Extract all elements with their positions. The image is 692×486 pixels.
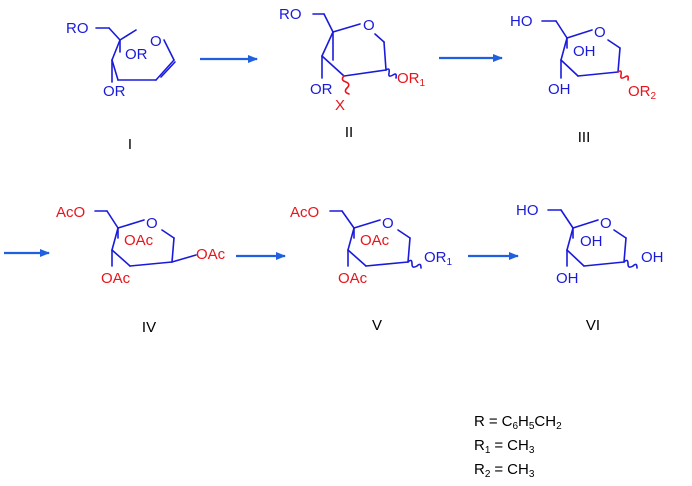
compound-I-ro-label: RO — [66, 20, 89, 37]
compound-V-bonds — [329, 210, 422, 269]
compound-V-oac-bottom: OAc — [338, 270, 368, 287]
compound-III-ring-oxygen: O — [594, 24, 606, 41]
compound-VI-bonds — [547, 209, 638, 269]
compound-V-oac-top: OAc — [360, 232, 390, 249]
compound-I-or-top: OR — [125, 46, 148, 63]
compound-IV-oac-top: OAc — [124, 232, 154, 249]
compound-I-bonds — [95, 27, 176, 83]
compound-IV-aco-label: AcO — [56, 204, 85, 221]
legend-r: R=C6H5CH2 — [474, 413, 562, 432]
compound-VI-ho-label: HO — [516, 202, 539, 219]
compound-IV-oac-anomeric: OAc — [196, 246, 226, 263]
compound-III-anomeric-bond — [617, 70, 629, 81]
compound-III-oh-bottom: OH — [548, 81, 571, 98]
compound-V-ring-oxygen: O — [382, 215, 394, 232]
compound-V-aco-label: AcO — [290, 204, 319, 221]
compound-III-or2: OR2 — [628, 83, 657, 102]
compound-II-or1: OR1 — [397, 70, 426, 89]
compound-IV: AcO O OAc OAc OAc IV — [56, 204, 226, 336]
compound-III-oh-top: OH — [573, 43, 596, 60]
compound-II-x-bond — [341, 75, 350, 95]
compound-III-bonds — [541, 20, 621, 79]
compound-V-or1: OR1 — [424, 249, 453, 268]
compound-III-label: III — [578, 129, 591, 146]
compound-II-x: X — [335, 97, 345, 114]
legend-r2: R2=CH3 — [474, 461, 535, 480]
compound-II: RO O OR OR1 X II — [279, 6, 426, 141]
legend-r1: R1=CH3 — [474, 437, 535, 456]
compound-II-or-bottom: OR — [310, 81, 333, 98]
compound-IV-bonds — [94, 210, 197, 267]
compound-I-label: I — [128, 136, 132, 153]
compound-II-bonds — [312, 13, 397, 79]
compound-IV-ring-oxygen: O — [146, 215, 158, 232]
substituent-legend: R=C6H5CH2 R1=CH3 R2=CH3 — [474, 413, 562, 480]
compound-I-ring-oxygen: O — [150, 33, 162, 50]
compound-III: HO O OH OH OR2 III — [510, 13, 657, 146]
compound-I-or-bottom: OR — [103, 83, 126, 100]
compound-V-label: V — [372, 317, 382, 334]
compound-VI-oh-anomeric: OH — [641, 249, 664, 266]
compound-IV-label: IV — [142, 319, 156, 336]
compound-VI: HO O OH OH OH VI — [516, 202, 664, 334]
compound-VI-label: VI — [586, 317, 600, 334]
compound-VI-oh-top: OH — [580, 233, 603, 250]
compound-I: RO O OR OR I — [66, 20, 176, 153]
compound-II-ring-oxygen: O — [363, 17, 375, 34]
compound-VI-oh-bottom: OH — [556, 270, 579, 287]
compound-III-ho-label: HO — [510, 13, 533, 30]
compound-II-label: II — [345, 124, 353, 141]
compound-V: AcO O OAc OAc OR1 V — [290, 204, 453, 334]
compound-IV-oac-bottom: OAc — [101, 270, 131, 287]
compound-II-ro-label: RO — [279, 6, 302, 23]
compound-VI-ring-oxygen: O — [600, 215, 612, 232]
